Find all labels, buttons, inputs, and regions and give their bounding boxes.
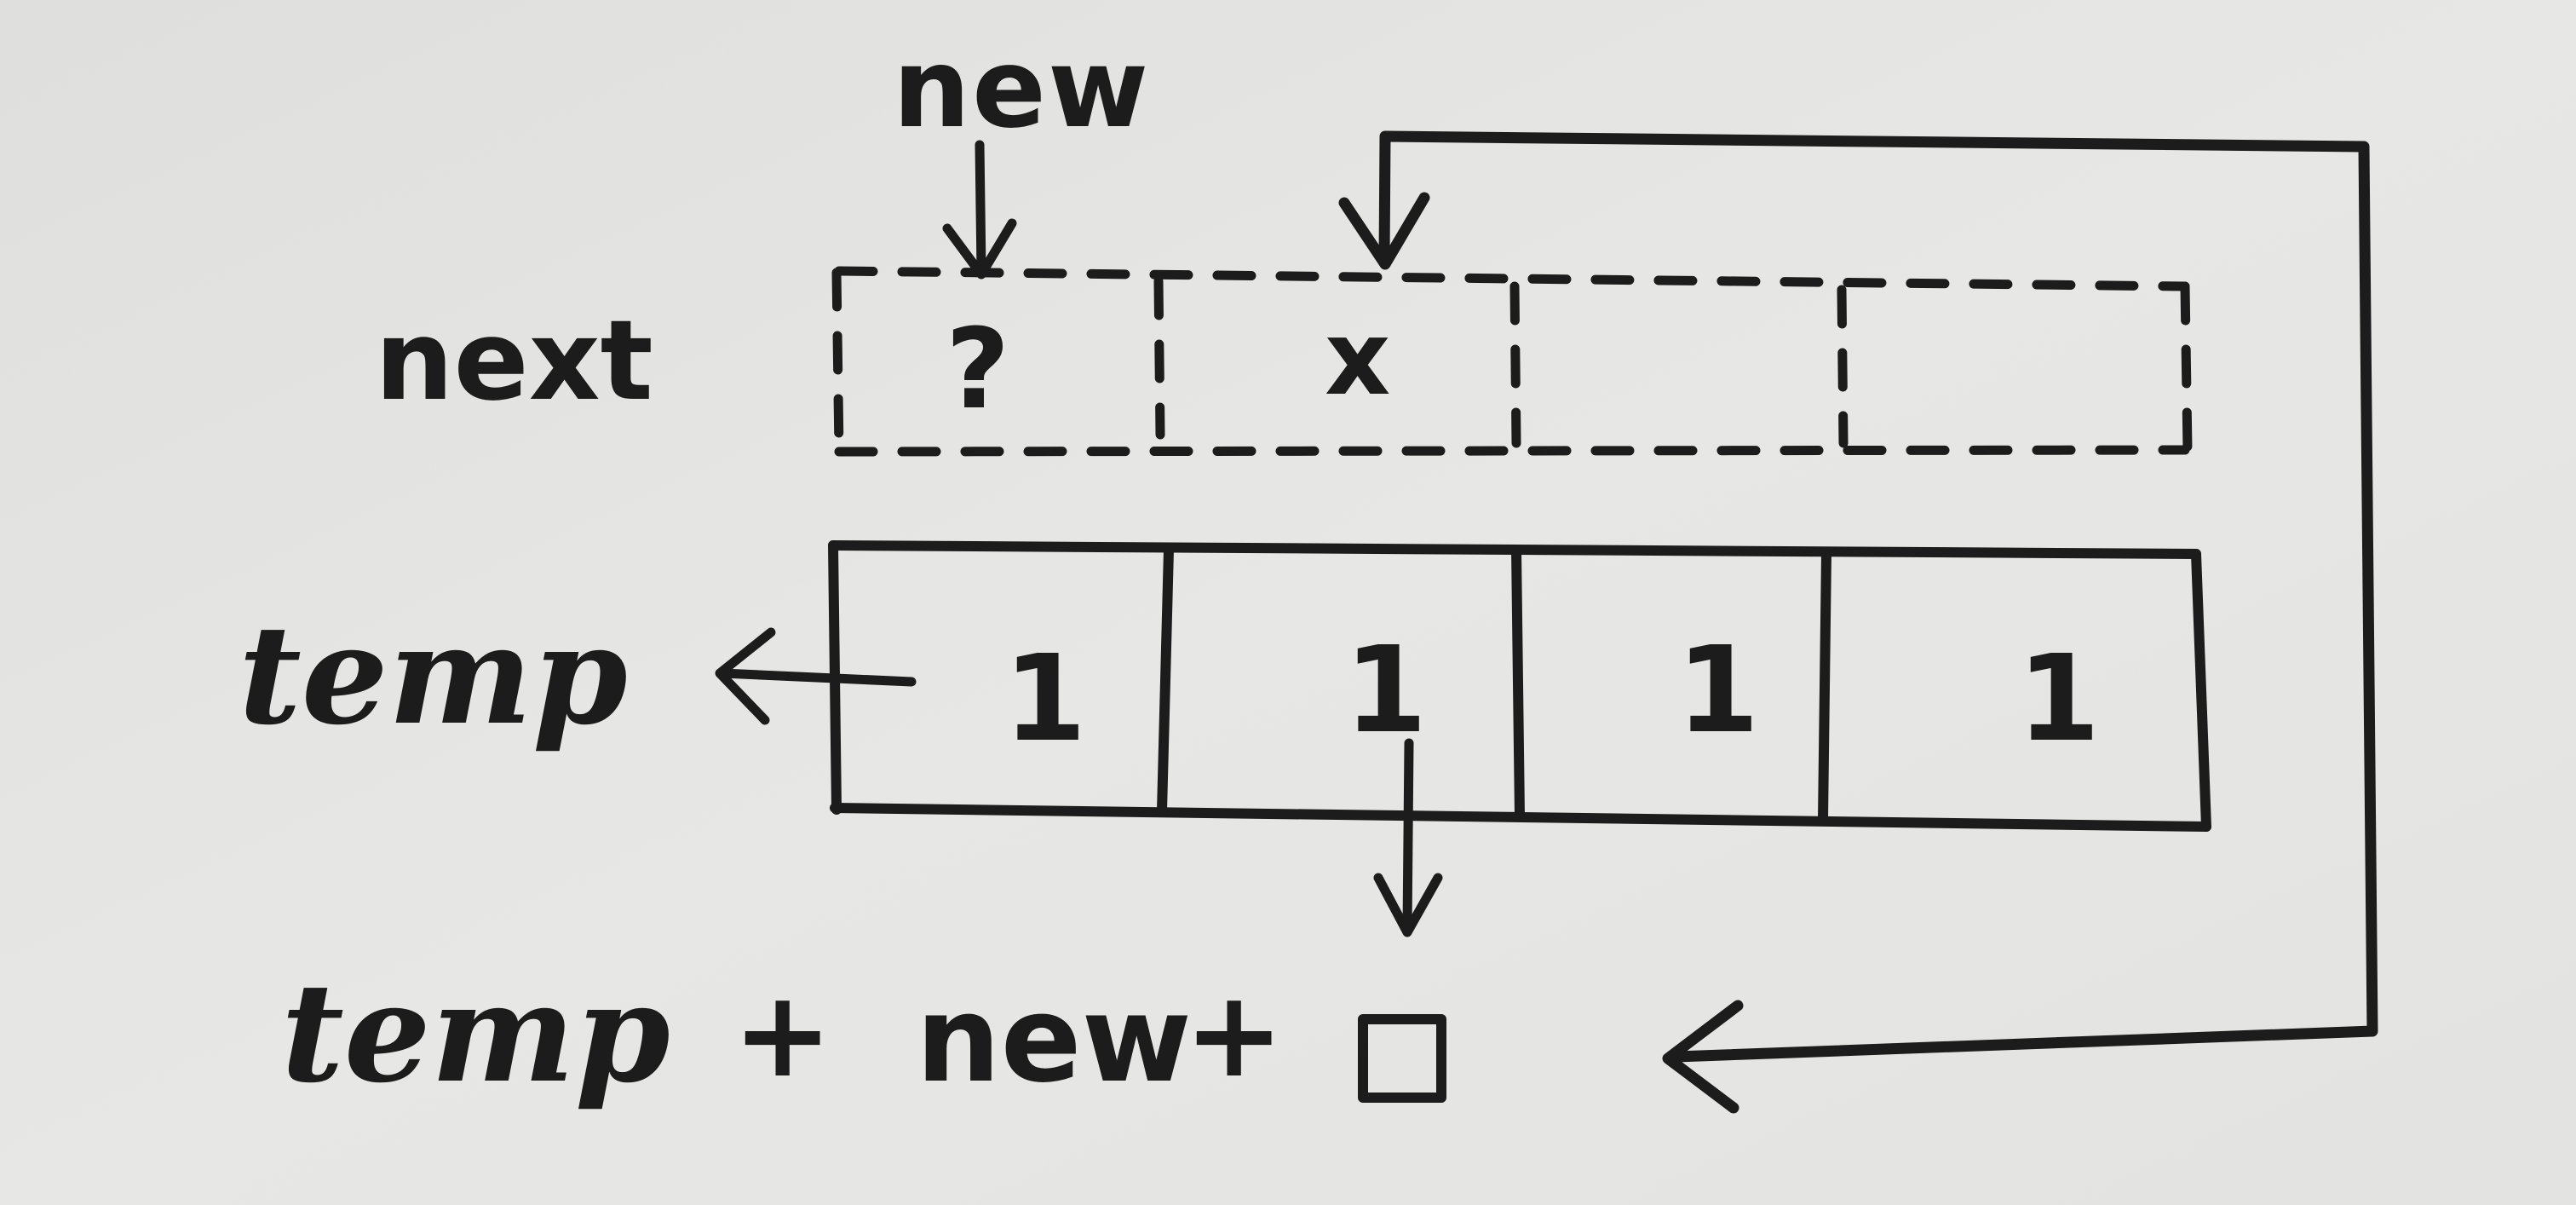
formula-plus-1: +	[733, 966, 832, 1104]
temp-cell-1: 1	[1003, 630, 1086, 769]
next-buffer-divider-3	[1837, 285, 1849, 448]
temp-label: temp	[239, 595, 628, 755]
next-buffer-divider-1	[1153, 276, 1165, 440]
temp-cell-2: 1	[1344, 621, 1427, 760]
temp-buffer-right	[2191, 549, 2211, 832]
next-buffer-bottom	[834, 445, 2190, 457]
next-cell-question: ?	[946, 304, 1009, 434]
formula-temp: temp	[281, 953, 670, 1113]
temp-buffer-left	[828, 540, 842, 815]
temp-cells: 1 1 1 1	[1003, 621, 2100, 769]
formula-new: new	[916, 971, 1192, 1110]
next-buffer-divider-2	[1509, 281, 1521, 448]
temp-cell-3: 1	[1676, 621, 1759, 760]
temp-buffer-divider-2	[1511, 545, 1525, 822]
feedback-loop-arrowhead-top	[1338, 192, 1430, 270]
next-buffer-right	[2180, 281, 2193, 455]
temp-cell-4: 1	[2017, 630, 2100, 769]
formula: temp + new +	[281, 953, 1446, 1113]
next-cell-cross: x	[1325, 300, 1390, 418]
temp-buffer	[828, 540, 2211, 832]
next-label: next	[375, 296, 653, 425]
next-buffer-top	[834, 266, 2190, 291]
formula-plus-2: +	[1184, 966, 1284, 1104]
feedback-loop-arrow	[1338, 130, 2378, 1114]
temp-buffer-divider-3	[1818, 549, 1831, 825]
temp-pointer-arrow	[715, 627, 917, 725]
next-buffer-left	[831, 268, 844, 457]
next-buffer	[831, 266, 2193, 457]
extract-arrow	[1373, 738, 1443, 937]
square-icon	[1358, 1014, 1446, 1103]
new-label: new	[893, 26, 1150, 153]
feedback-loop-arrowhead-bottom	[1662, 1000, 1744, 1114]
temp-buffer-divider-1	[1157, 545, 1174, 816]
